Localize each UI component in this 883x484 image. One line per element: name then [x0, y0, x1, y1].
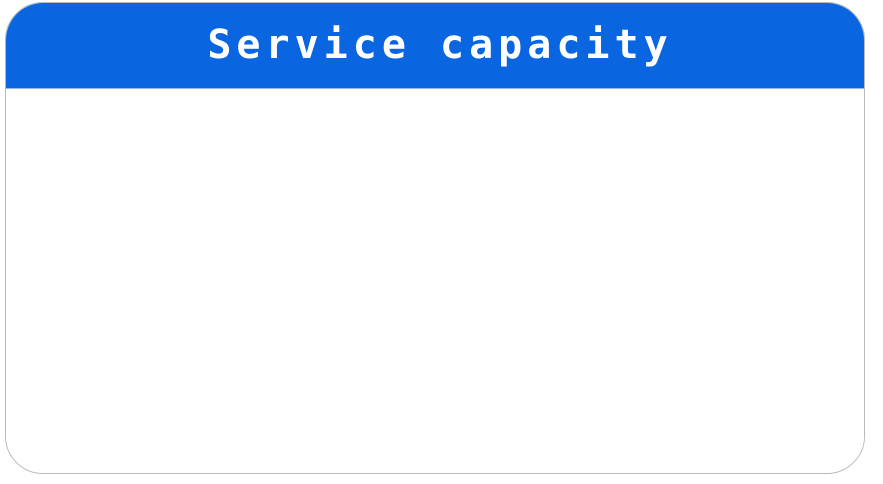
panel-body: [6, 89, 864, 473]
panel-header: Service capacity: [6, 3, 864, 89]
service-capacity-panel: Service capacity: [5, 2, 865, 474]
panel-title: Service capacity: [207, 21, 673, 68]
